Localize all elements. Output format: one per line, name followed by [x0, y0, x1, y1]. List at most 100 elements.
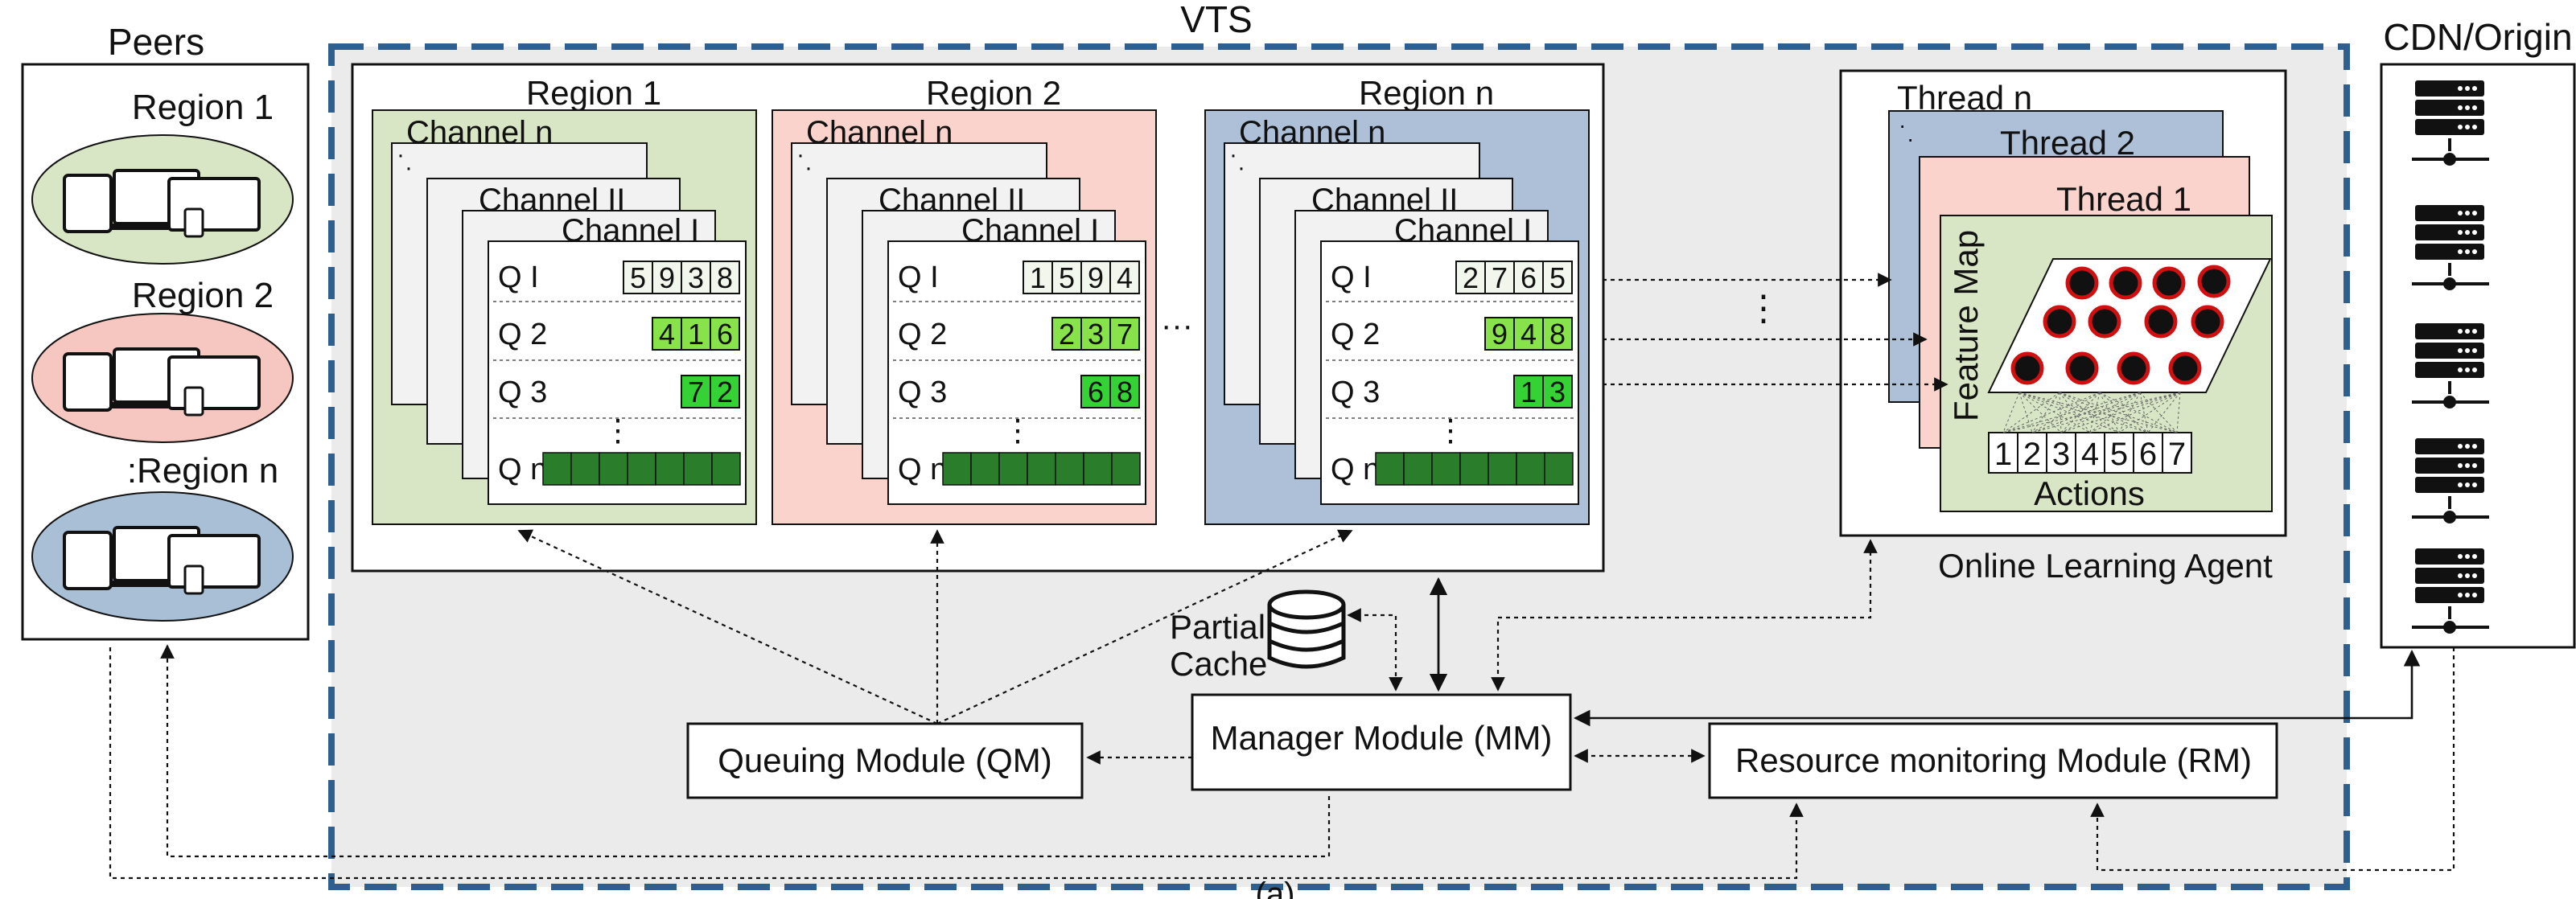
queue-n-cell — [1488, 452, 1517, 486]
queue-2-cell — [710, 317, 740, 351]
network-edge — [2059, 392, 2149, 433]
network-edge — [2099, 392, 2178, 433]
partial-cache-label-2: Cache — [1170, 645, 1267, 683]
queue-n-label: Q n — [898, 453, 947, 486]
queue-2-value: 6 — [717, 318, 733, 351]
peer-region-label: Region 1 — [132, 88, 274, 127]
server-icon — [2412, 548, 2489, 634]
queue-3-cell — [681, 375, 711, 408]
between-regions-dots: ··· — [1161, 308, 1193, 343]
action-box — [2017, 432, 2047, 474]
action-number: 3 — [2052, 437, 2070, 472]
queue-3-label: Q 3 — [1331, 376, 1380, 409]
peer-region-1: Region 1 — [31, 88, 294, 265]
feature-node — [2197, 265, 2231, 298]
stack-dot: · — [1237, 154, 1245, 181]
network-edge — [2060, 392, 2141, 433]
queue-2-value: 4 — [1520, 318, 1537, 351]
feature-node — [2191, 305, 2224, 339]
partial-cache-database-icon — [1267, 589, 1346, 669]
feature-node — [2043, 305, 2076, 339]
network-edge — [2059, 392, 2091, 433]
queue-1-label: Q I — [498, 261, 539, 294]
queue-3-cell — [1109, 375, 1140, 408]
queue-3-value: 3 — [1549, 376, 1566, 408]
queue-2-label: Q 2 — [498, 318, 547, 351]
network-edge — [2018, 392, 2033, 433]
queue-n-cell — [711, 452, 741, 486]
queue-1-cell — [1455, 261, 1486, 294]
queue-n-cell — [998, 452, 1028, 486]
network-edge — [2089, 392, 2141, 433]
network-edge — [2089, 392, 2181, 433]
action-number: 6 — [2139, 437, 2157, 472]
stack-dot: · — [405, 154, 413, 181]
queue-n-cell — [655, 452, 685, 486]
action-box — [2046, 432, 2076, 474]
network-edge — [2018, 392, 2091, 433]
feature-map-plane — [1987, 258, 2272, 393]
caption-hint: (a) — [1256, 876, 1295, 899]
action-number: 2 — [2023, 437, 2041, 472]
stack-dot: · — [1899, 113, 1906, 138]
feature-node — [2065, 351, 2099, 385]
queue-1-value: 4 — [1117, 261, 1133, 294]
action-number: 7 — [2168, 437, 2186, 472]
peer-region-2: Region 2 — [31, 276, 294, 443]
feature-node — [2109, 266, 2142, 300]
network-edge — [2031, 392, 2060, 433]
stack-dot: · — [796, 142, 804, 168]
region-title: Region 2 — [926, 74, 1061, 112]
thread-1-label: Thread 1 — [2056, 180, 2191, 218]
network-edge — [2018, 392, 2149, 433]
manager-module-box — [1191, 693, 1572, 791]
queue-n-cell — [1083, 452, 1113, 486]
queuing-module-label: Queuing Module (QM) — [718, 741, 1052, 779]
queue-3-label: Q 3 — [498, 376, 547, 409]
network-edge — [2018, 392, 2178, 433]
network-edge — [2002, 392, 2101, 433]
queue-1-label: Q I — [1331, 261, 1372, 294]
network-edge — [2031, 392, 2181, 433]
feature-node — [2144, 305, 2178, 339]
queue-1-value: 3 — [688, 261, 704, 294]
queue-1-value: 6 — [1520, 261, 1537, 294]
action-number: 5 — [2110, 437, 2128, 472]
feature-node — [2088, 305, 2121, 339]
queue-2-value: 1 — [688, 318, 704, 351]
queue-2-value: 3 — [1088, 318, 1104, 351]
resource-module-box — [1708, 722, 2278, 799]
devices-icon — [63, 526, 261, 595]
region-title: Region n — [1359, 74, 1494, 112]
queue-n-cell — [599, 452, 628, 486]
devices-icon — [63, 169, 261, 238]
network-edge — [2139, 392, 2149, 433]
queue-1-value: 2 — [1463, 261, 1479, 294]
queue-3-value: 8 — [1117, 376, 1133, 408]
queue-2-cell — [681, 317, 711, 351]
connector-arrows — [109, 273, 2455, 880]
network-edge — [2018, 392, 2120, 433]
queue-2-value: 8 — [1549, 318, 1566, 351]
queue-3-value: 1 — [1520, 376, 1537, 408]
queue-1-value: 1 — [1030, 261, 1046, 294]
queue-2-cell — [1051, 317, 1082, 351]
partial-cache-label-1: Partial — [1170, 608, 1265, 646]
queue-2-label: Q 2 — [1331, 318, 1380, 351]
network-edge — [2031, 392, 2101, 433]
queue-2-cell — [1542, 317, 1573, 351]
queue-n-cell — [683, 452, 713, 486]
queue-1-cell — [1109, 261, 1140, 294]
queue-1-cell — [710, 261, 740, 294]
queue-n-cell — [570, 452, 600, 486]
agent-title: Online Learning Agent — [1938, 547, 2273, 585]
feature-node — [2168, 351, 2202, 385]
queue-3-value: 6 — [1088, 376, 1104, 408]
feature-node — [2065, 266, 2099, 300]
stack-dot: · — [1229, 142, 1237, 168]
server-icon — [2412, 80, 2489, 166]
queue-2-value: 9 — [1492, 318, 1508, 351]
queue-2-value: 2 — [1059, 318, 1075, 351]
